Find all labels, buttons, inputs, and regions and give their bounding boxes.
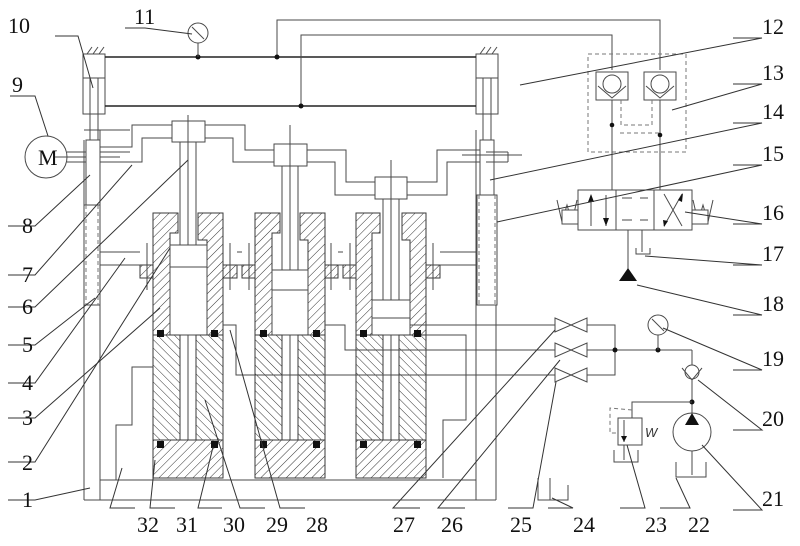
label-15: 15 xyxy=(762,141,784,166)
label-19: 19 xyxy=(762,346,784,371)
stop-valve-25 xyxy=(554,367,588,383)
pressure-gauge-19 xyxy=(647,314,669,350)
tank-22 xyxy=(675,462,707,478)
base-frame xyxy=(83,129,497,501)
label-10: 10 xyxy=(8,13,30,38)
ground-hatch-icon xyxy=(479,46,498,55)
label-9: 9 xyxy=(12,72,23,97)
label-18: 18 xyxy=(762,291,784,316)
tank-24 xyxy=(537,478,569,501)
label-31: 31 xyxy=(176,512,198,537)
check-valve-20 xyxy=(681,364,703,395)
lift-cylinder-left xyxy=(82,46,106,140)
hydraulic-pump xyxy=(672,395,712,475)
label-23: 23 xyxy=(645,512,667,537)
valve-manifold xyxy=(587,324,693,376)
label-30: 30 xyxy=(223,512,245,537)
label-12: 12 xyxy=(762,14,784,39)
label-4: 4 xyxy=(22,370,33,395)
directional-valve-16 xyxy=(556,170,714,281)
leader-lines xyxy=(8,27,764,511)
label-14: 14 xyxy=(762,99,784,124)
label-29: 29 xyxy=(266,512,288,537)
label-7: 7 xyxy=(22,262,33,287)
lift-pipelines xyxy=(105,19,661,109)
support-plate xyxy=(100,251,477,266)
stop-valve-27 xyxy=(554,317,588,333)
label-5: 5 xyxy=(22,332,33,357)
pressure-gauge-11 xyxy=(187,22,209,57)
spring-symbol: W xyxy=(645,425,659,440)
motor-symbol: M xyxy=(38,145,58,170)
hydraulic-lock-13 xyxy=(587,53,687,170)
label-25: 25 xyxy=(510,512,532,537)
oil-lines xyxy=(115,324,555,480)
screw-column-right xyxy=(462,139,522,306)
label-24: 24 xyxy=(573,512,595,537)
label-22: 22 xyxy=(688,512,710,537)
label-13: 13 xyxy=(762,60,784,85)
label-32: 32 xyxy=(137,512,159,537)
label-16: 16 xyxy=(762,200,784,225)
label-28: 28 xyxy=(306,512,328,537)
part-labels: 1 2 3 4 5 6 7 8 9 10 11 12 13 14 15 16 1… xyxy=(8,4,784,537)
relief-valve: W xyxy=(609,401,692,463)
lift-cylinder-right xyxy=(475,46,499,140)
label-17: 17 xyxy=(762,241,784,266)
ground-hatch-icon xyxy=(86,46,105,55)
label-1: 1 xyxy=(22,487,33,512)
label-8: 8 xyxy=(22,213,33,238)
label-26: 26 xyxy=(441,512,463,537)
screw-column-left xyxy=(83,139,101,306)
test-cylinder-middle xyxy=(241,125,339,479)
label-27: 27 xyxy=(393,512,415,537)
test-cylinder-left xyxy=(139,115,238,479)
stop-valve-26 xyxy=(554,342,588,358)
label-3: 3 xyxy=(22,405,33,430)
label-6: 6 xyxy=(22,294,33,319)
label-11: 11 xyxy=(134,4,155,29)
label-21: 21 xyxy=(762,486,784,511)
label-2: 2 xyxy=(22,450,33,475)
test-cylinder-right xyxy=(342,160,441,479)
label-20: 20 xyxy=(762,406,784,431)
motor: M xyxy=(24,135,130,179)
